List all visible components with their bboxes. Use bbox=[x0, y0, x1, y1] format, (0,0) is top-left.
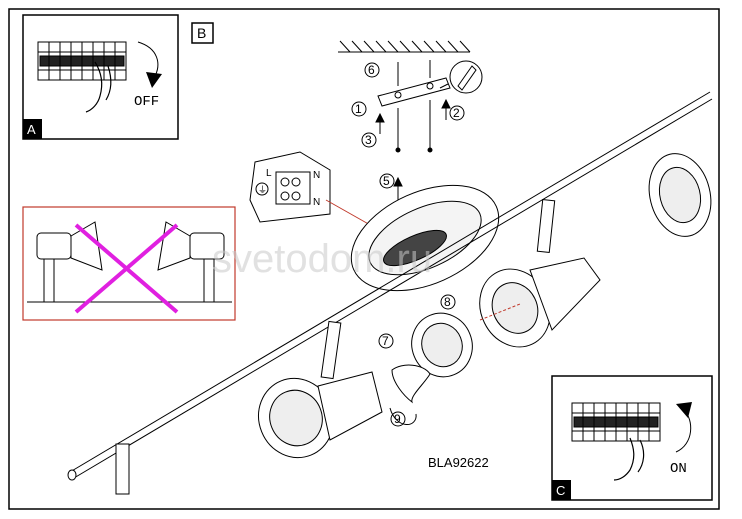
breaker-block-c-icon bbox=[571, 402, 661, 442]
step-2: 2 bbox=[453, 106, 460, 120]
step-markers: 6 1 2 3 5 7 8 9 bbox=[351, 62, 465, 427]
hand-a-icon bbox=[85, 61, 112, 113]
wrong-orientation-panel bbox=[22, 206, 236, 321]
terminal-l-label: L bbox=[266, 168, 272, 179]
hand-c-icon bbox=[613, 437, 645, 481]
panel-b-letter: B bbox=[197, 25, 206, 41]
exploded-bulb-parts bbox=[389, 303, 521, 425]
step-6: 6 bbox=[368, 63, 375, 77]
ceiling-hatch bbox=[338, 40, 471, 53]
step-9: 9 bbox=[394, 412, 401, 426]
step-8: 8 bbox=[444, 295, 451, 309]
page-frame bbox=[8, 8, 720, 510]
ceiling-canopy bbox=[350, 184, 500, 292]
terminal-n-top-label: N bbox=[313, 170, 320, 181]
step-7: 7 bbox=[382, 334, 389, 348]
breaker-block-a-icon bbox=[37, 41, 127, 81]
spotlight-middle bbox=[479, 198, 601, 348]
spotlight-right bbox=[648, 153, 712, 237]
panel-a: A OFF bbox=[22, 14, 179, 140]
terminal-n-bottom-label: N bbox=[313, 197, 320, 208]
watermark-text: svetodom.ru bbox=[212, 237, 432, 281]
panel-a-off-label: OFF bbox=[134, 94, 159, 110]
panel-c-on-label: ON bbox=[670, 461, 687, 477]
model-code: BLA92622 bbox=[428, 455, 489, 470]
track-bar bbox=[67, 91, 713, 481]
step-arrows bbox=[375, 98, 451, 205]
panel-c-letter: C bbox=[556, 483, 565, 498]
step-3: 3 bbox=[365, 133, 372, 147]
spotlight-lower-left bbox=[115, 443, 130, 495]
panel-c: C ON bbox=[551, 375, 713, 501]
spotlight-left bbox=[258, 320, 383, 459]
terminal-earth-symbol: ⏚ bbox=[258, 185, 267, 195]
step-5: 5 bbox=[383, 174, 390, 188]
mounting-bracket bbox=[377, 60, 451, 153]
step-1: 1 bbox=[355, 102, 362, 116]
panel-a-letter: A bbox=[27, 122, 36, 137]
terminal-block-callout: ⏚ L N N bbox=[249, 151, 373, 227]
wall-plug-callout bbox=[439, 60, 483, 94]
